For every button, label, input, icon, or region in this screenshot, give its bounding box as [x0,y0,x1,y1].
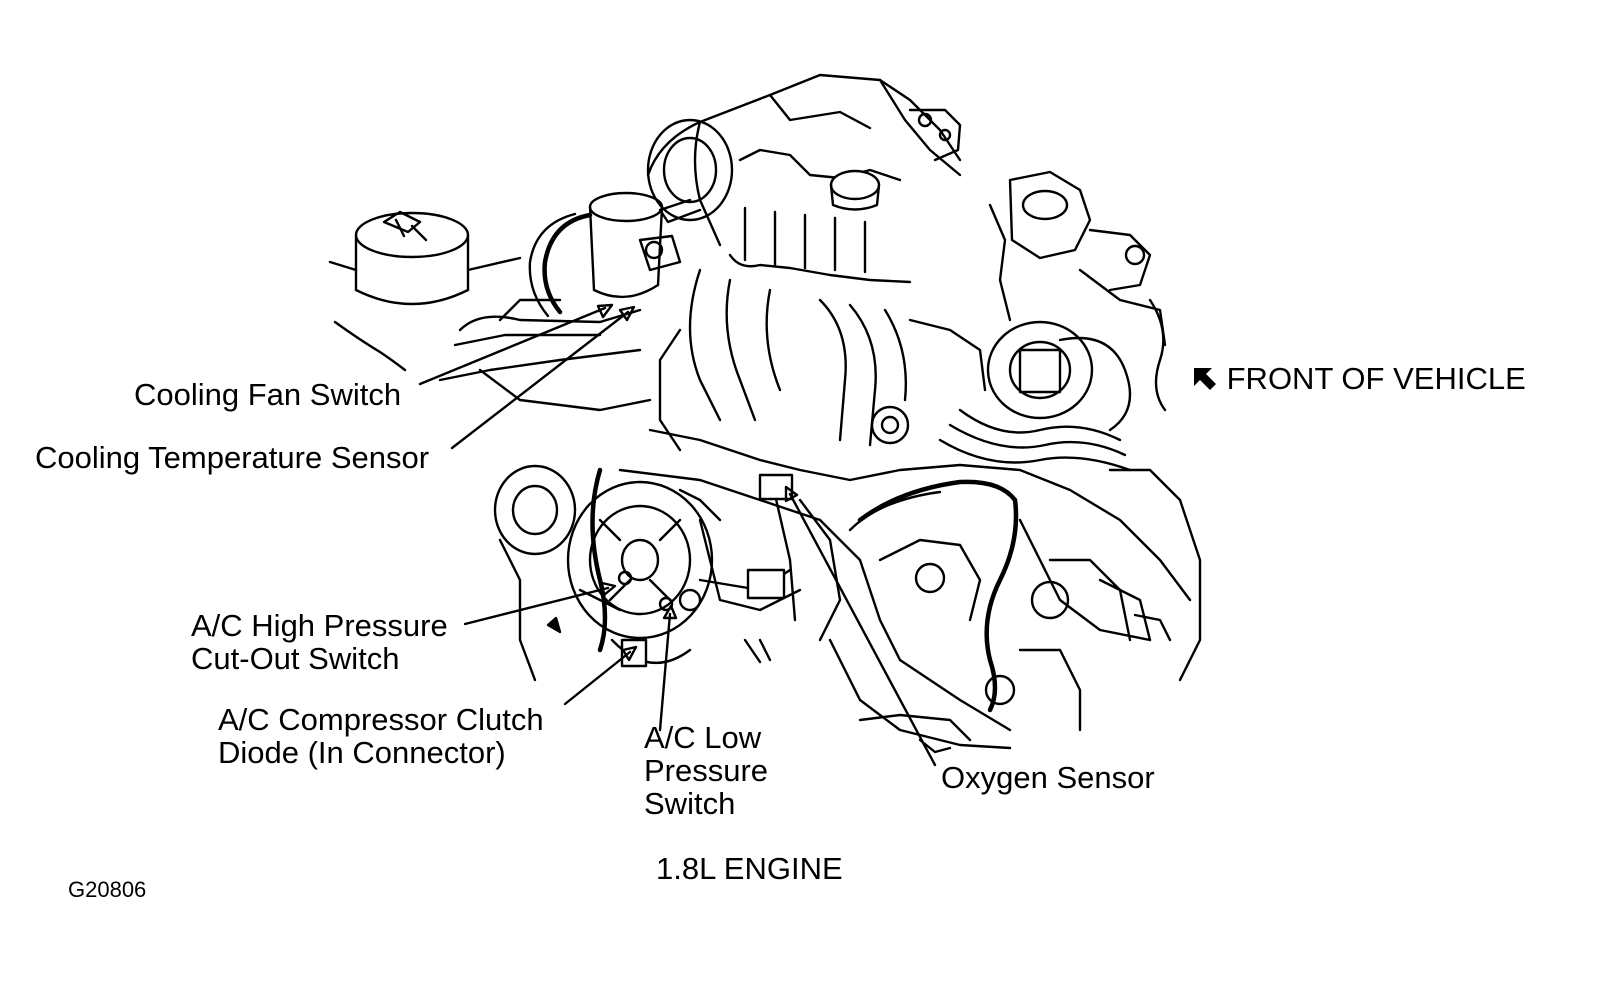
coolant-reservoir [588,191,682,299]
front-of-vehicle-text: FRONT OF VEHICLE [1226,361,1526,396]
arrow-up-left-icon [1194,368,1216,390]
intake-manifold [658,268,987,452]
label-ac-high-pressure-cutout-switch: A/C High Pressure Cut-Out Switch [191,608,448,676]
engine-caption: 1.8L ENGINE [656,851,843,886]
label-ac-low-pressure-switch: A/C Low Pressure Switch [644,720,769,821]
cam-cover [646,73,962,284]
figure-id: G20806 [68,877,147,902]
air-cleaner [328,210,522,372]
distributor [938,320,1132,472]
engine-block [618,428,1202,754]
label-cooling-fan-switch: Cooling Fan Switch [134,377,402,412]
harness [758,473,1152,713]
label-cooling-temperature-sensor: Cooling Temperature Sensor [35,440,430,475]
label-ac-compressor-clutch-diode: A/C Compressor Clutch Diode (In Connecto… [218,702,544,770]
left-hoses [438,212,652,412]
front-of-vehicle-indicator: FRONT OF VEHICLE [1192,362,1526,395]
throttle-body [988,170,1167,412]
label-oxygen-sensor: Oxygen Sensor [941,760,1155,795]
